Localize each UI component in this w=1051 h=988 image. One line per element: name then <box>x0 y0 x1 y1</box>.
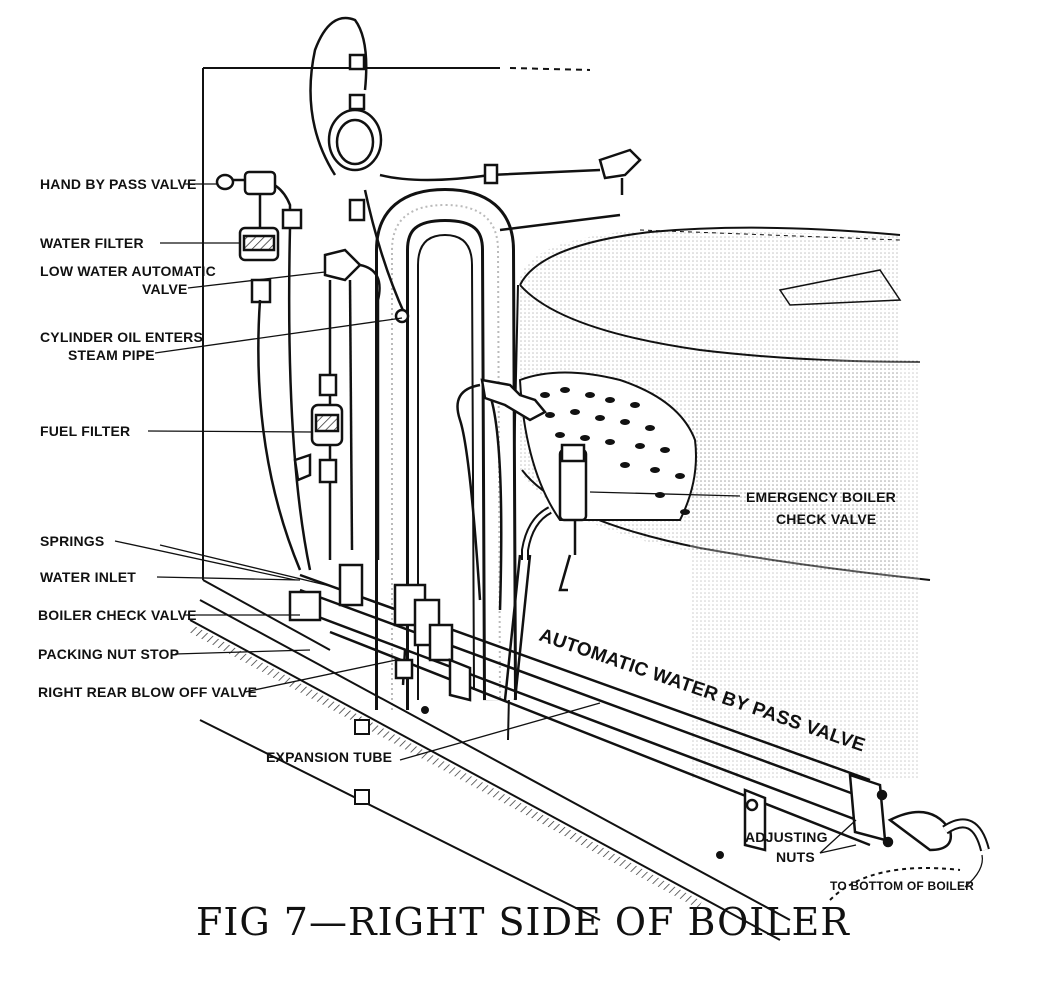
label-cylinder-oil-steam-pipe: STEAM PIPE <box>68 347 155 363</box>
label-low-water-automatic-valve: VALVE <box>142 281 188 297</box>
water-filter-assembly <box>215 170 312 571</box>
steam-pipe <box>375 187 517 710</box>
base-rail <box>188 599 961 941</box>
figure-caption: FIG 7—RIGHT SIDE OF BOILER <box>196 900 850 944</box>
label-adjusting-nuts: NUTS <box>776 849 815 865</box>
boiler-drum <box>507 226 931 780</box>
label-water-filter: WATER FILTER <box>40 235 144 251</box>
label-fuel-filter: FUEL FILTER <box>40 423 130 439</box>
label-hand-by-pass-valve: HAND BY PASS VALVE <box>40 176 197 192</box>
label-packing-nut-stop: PACKING NUT STOP <box>38 646 179 662</box>
label-boiler-check-valve: BOILER CHECK VALVE <box>38 607 197 623</box>
label-emergency-boiler: EMERGENCY BOILER <box>746 489 896 505</box>
label-to-bottom-of-boiler: TO BOTTOM OF BOILER <box>830 879 974 893</box>
leader-lines <box>114 183 984 888</box>
label-springs: SPRINGS <box>40 533 104 549</box>
label-cylinder-oil: CYLINDER OIL ENTERS <box>40 329 203 345</box>
bypass-lines <box>456 378 588 701</box>
label-water-inlet: WATER INLET <box>40 569 136 585</box>
label-expansion-tube: EXPANSION TUBE <box>266 749 392 765</box>
label-low-water-automatic: LOW WATER AUTOMATIC <box>40 263 216 279</box>
fuel-filter-assembly <box>293 248 381 560</box>
expansion-tube-assembly <box>288 563 990 852</box>
label-right-rear-blow-off-valve: RIGHT REAR BLOW OFF VALVE <box>38 684 257 700</box>
oil-line <box>309 16 642 324</box>
label-adjusting: ADJUSTING <box>745 829 828 845</box>
label-emergency-check-valve: CHECK VALVE <box>776 511 876 527</box>
